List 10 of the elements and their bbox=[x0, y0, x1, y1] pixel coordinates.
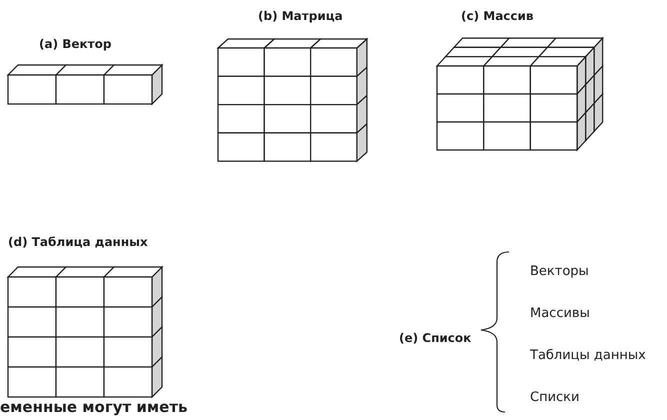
panel-title: (d) Таблица данных bbox=[8, 235, 148, 250]
list-item: Списки bbox=[530, 390, 580, 405]
list-item: Векторы bbox=[530, 264, 589, 279]
panel-title: (b) Матрица bbox=[258, 9, 343, 24]
panel-title: (e) Список bbox=[399, 331, 472, 346]
panel-title: (a) Вектор bbox=[39, 37, 112, 52]
body-text: еменные могут иметь bbox=[0, 400, 188, 415]
list-item: Таблицы данных bbox=[530, 348, 646, 363]
list-item: Массивы bbox=[530, 306, 590, 321]
panel-title: (c) Массив bbox=[461, 9, 534, 24]
